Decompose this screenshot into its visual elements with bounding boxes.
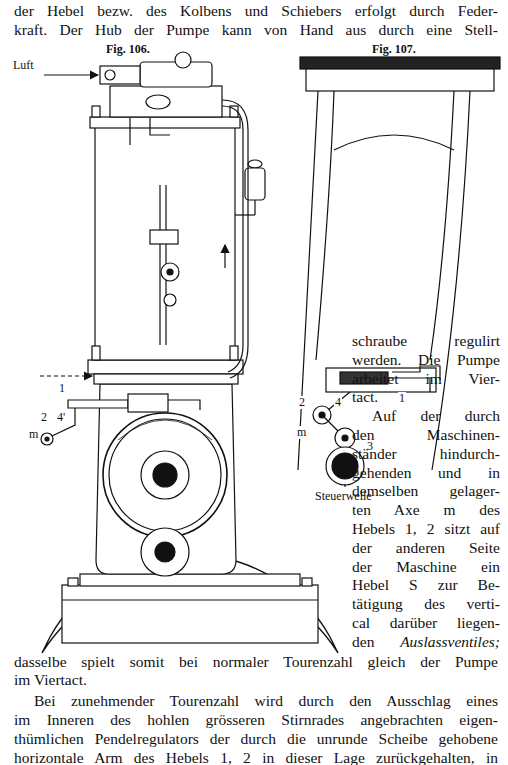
text-line: der anderen Seite [352,539,500,557]
text-line: Hebel S zur Be- [352,576,500,594]
text-line: gehenden und in [352,464,500,482]
callout-number: 2 [298,396,306,409]
text-line: tact. [352,388,500,406]
callout-number: m [28,428,39,441]
callout-number: 1 [398,392,406,405]
text-line: kraft. Der Hub der Pumpe kann von Hand a… [14,21,498,39]
figure-label: Fig. 106. [106,40,150,58]
text-line: horizontale Arm des Hebels 1, 2 in diese… [14,749,498,765]
text-line: Auf der durch [372,407,500,425]
text-line: Hebels 1, 2 sitzt auf [352,520,500,538]
text-line: im Viertact. [14,671,87,689]
text-line: ständer hindurch- [352,445,500,463]
text-line: dasselbe spielt somit bei normaler Toure… [14,653,498,671]
text-line: werden. Die Pumpe [352,351,500,369]
text-line: der Maschine ein [352,558,500,576]
text-line: Auslassventiles; [400,633,500,651]
text-line: den [352,633,374,651]
callout-number: m [296,426,307,439]
text-line: ten Axe m des [352,501,500,519]
callout-number: 1 [58,382,66,395]
text-line: cal darüber liegen- [352,614,500,632]
label: Luft [12,59,35,72]
text-line: Bei zunehmender Tourenzahl wird durch de… [34,692,498,710]
text-line: den Maschinen- [352,426,500,444]
callout-number: 2 [40,411,48,424]
figure-label: Fig. 107. [372,40,416,58]
callout-number: 4' [56,411,66,424]
text-line: im Inneren des hohlen grösseren Stirnrad… [14,711,498,729]
text-line: thümlichen Pendelregulators der durch di… [14,730,498,748]
text-line: schraube regulirt [352,332,500,350]
text-line: demselben gelager- [352,482,500,500]
text-line: arbeitet im Vier- [352,370,500,388]
callout-number: 4 [334,396,342,409]
text-line: der Hebel bezw. des Kolbens und Schieber… [14,2,498,20]
text-line: tätigung des verti- [352,595,500,613]
